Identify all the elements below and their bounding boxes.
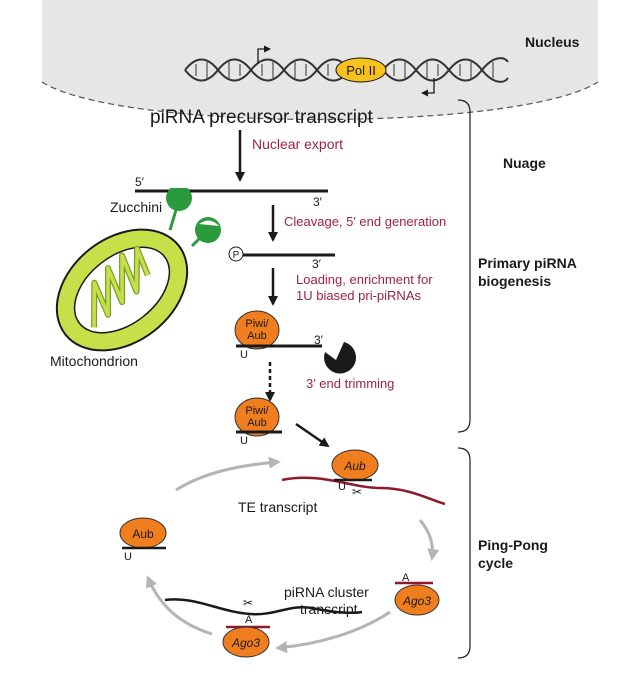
pingpong-label-2: cycle [478,555,513,571]
cycle-arrow-right [418,519,440,561]
u-base-2: U [240,435,248,447]
to-pingpong-arrow [295,422,330,448]
cycle-arrow-bottom [275,610,391,654]
ago3-bottom-label: Ago3 [231,636,260,650]
a-base-right: A [402,572,410,584]
pol-ii-label: Pol II [346,63,376,78]
scissors-icon-cluster: ✂ [243,596,253,610]
ago3-protein-right [394,584,440,616]
tss-arrow-left [421,78,435,97]
pol-ii [335,57,387,83]
pingpong-label-1: Ping-Pong [478,537,548,553]
piwi-aub-1-line1: Piwi/ [245,318,269,330]
aub-free-label: Aub [132,527,154,541]
zucchini-label: Zucchini [110,199,162,215]
u-base-te: U [338,481,346,493]
cycle-arrow-left [146,575,213,636]
a-base-bottom: A [245,614,253,626]
precursor-label: piRNA precursor transcript [150,107,374,128]
pingpong-bracket [457,447,471,659]
mitochondrion-label: Mitochondrion [50,353,138,369]
piwi-aub-protein-1 [234,310,280,350]
trimming-label: 3′ end trimming [306,376,394,391]
five-prime-label: 5′ [135,175,145,189]
piwi-aub-2-line1: Piwi/ [245,405,269,417]
piwi-aub-protein-2 [234,397,280,437]
aub-te-label: Aub [343,459,366,473]
trimmer-nuclease [324,342,357,374]
zucchini-protein-right [190,217,221,248]
nucleus-region [41,0,599,121]
primary-label-2: biogenesis [478,273,551,289]
nuage-label: Nuage [503,155,546,171]
scissors-icon-te: ✂ [352,485,362,499]
primary-bracket [457,99,471,433]
piwi-aub-2-line2: Aub [247,417,267,429]
loading-label-1: Loading, enrichment for [296,272,433,287]
cycle-arrow-top [175,456,281,492]
piwi-aub-1-line2: Aub [247,330,267,342]
loading-label-2: 1U biased pri-piRNAs [296,288,421,303]
te-transcript-label: TE transcript [238,499,317,515]
u-base-free: U [124,551,132,563]
three-prime-label: 3′ [313,195,323,209]
cleavage-label: Cleavage, 5′ end generation [284,214,446,229]
tss-arrow-right [257,45,271,64]
mitochondrion [55,228,189,352]
u-base-1: U [240,349,248,361]
nucleus-label: Nucleus [525,34,580,50]
primary-label-1: Primary piRNA [478,255,577,271]
ago3-right-label: Ago3 [402,594,431,608]
cluster-transcript [164,598,363,616]
three-prime-label-2: 3′ [312,257,322,271]
te-transcript [281,476,446,506]
cluster-label-1: piRNA cluster [284,584,369,600]
ago3-protein-bottom [222,626,270,658]
cluster-label-2: transcript [300,601,358,617]
zucchini-protein-top [166,184,192,231]
nuclear-export-label: Nuclear export [252,136,343,152]
three-prime-label-3: 3′ [314,333,324,347]
phosphate-label: P [233,250,240,261]
